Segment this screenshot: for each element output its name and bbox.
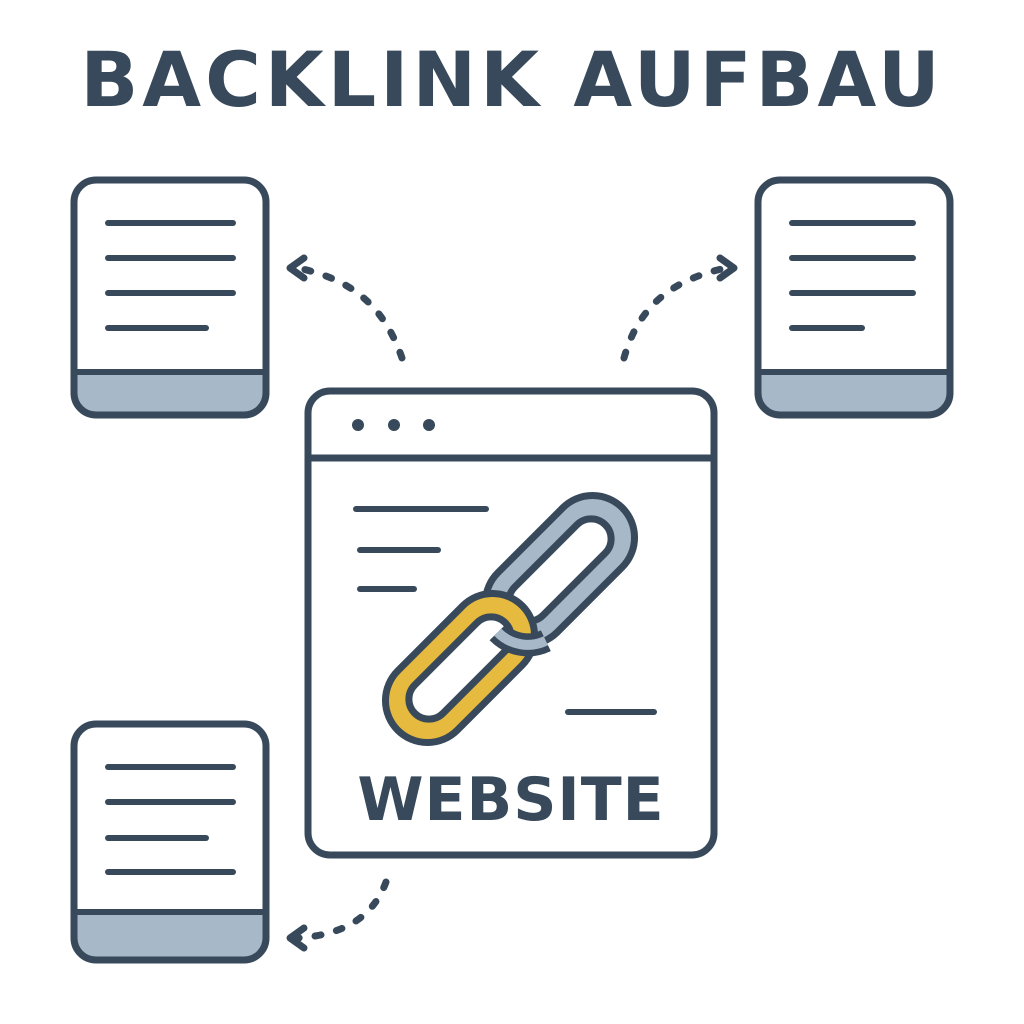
- website-label: WEBSITE: [357, 765, 664, 835]
- document-footer-band: [74, 912, 266, 960]
- window-dots: [352, 419, 435, 431]
- document-footer-band: [74, 372, 266, 415]
- document-top-right: [754, 176, 954, 419]
- dotted-arrow-icon: [620, 254, 738, 362]
- document-footer-band: [758, 372, 950, 415]
- page-title: BACKLINK AUFBAU: [80, 35, 944, 124]
- document-bottom-left: [70, 720, 270, 964]
- document-top-left: [70, 176, 270, 419]
- document-text-lines: [105, 764, 236, 875]
- document-text-lines: [789, 220, 916, 331]
- document-text-lines: [105, 220, 236, 331]
- dotted-arrow-icon: [286, 254, 406, 362]
- dotted-arrow-icon: [286, 878, 390, 952]
- chain-link-icon: [381, 491, 639, 747]
- window-text-lines: [353, 506, 657, 715]
